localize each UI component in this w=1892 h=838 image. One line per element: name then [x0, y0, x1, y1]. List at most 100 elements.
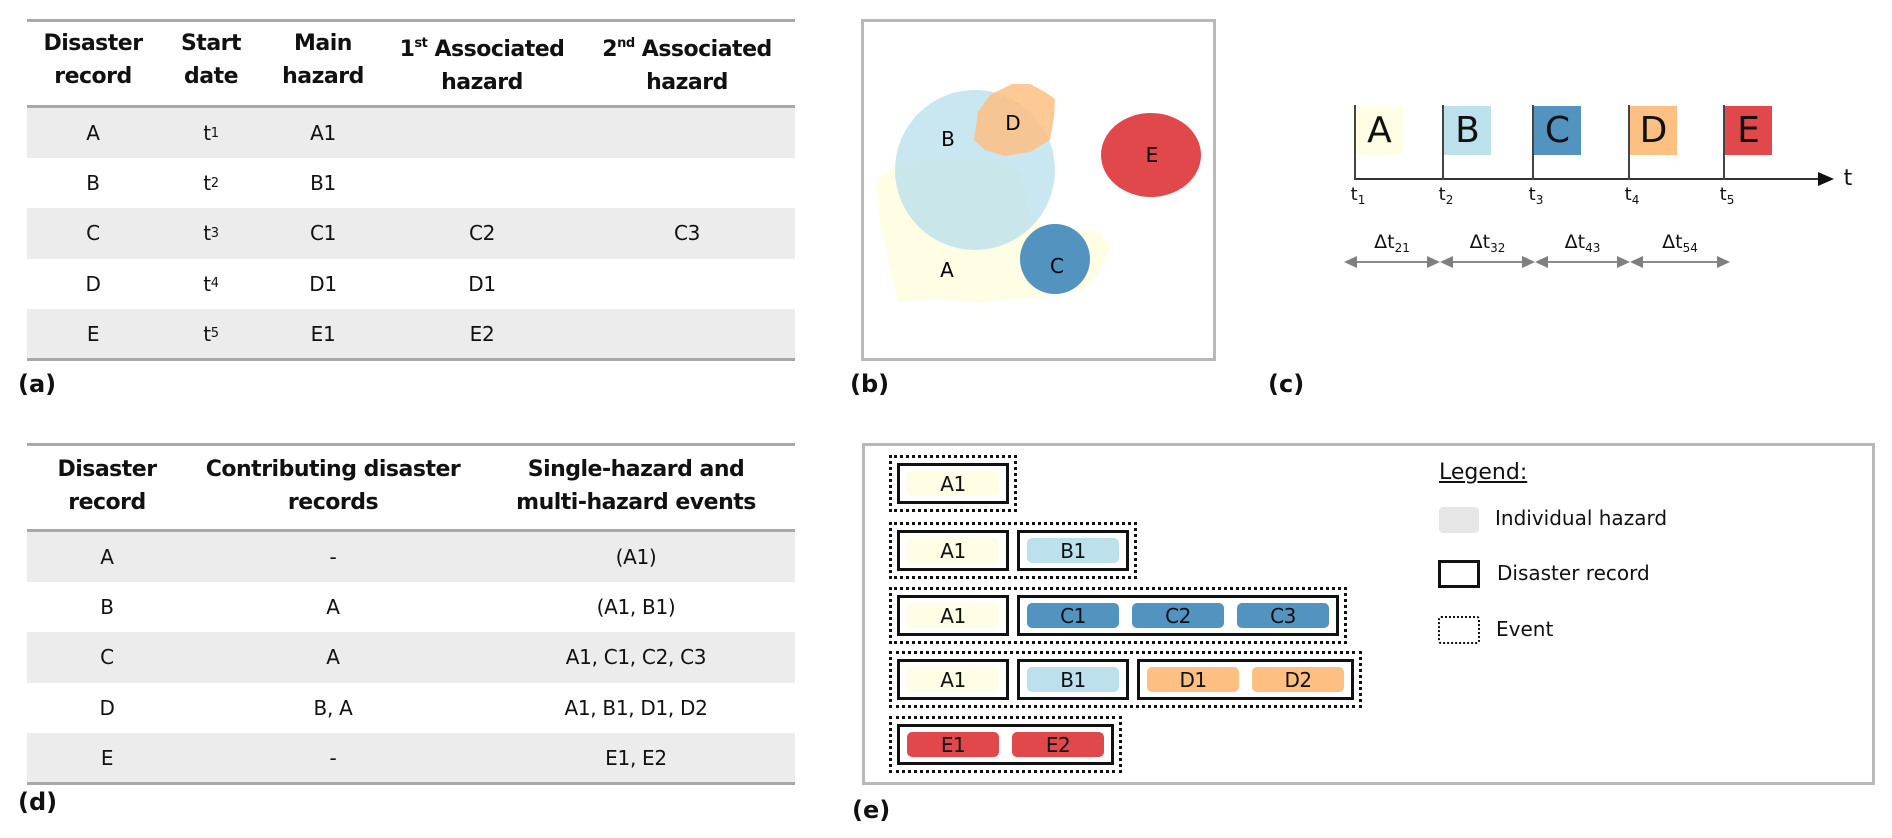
arrowhead-right — [1427, 256, 1440, 268]
event-box — [889, 651, 1362, 708]
header-2nd-associated-hazard: 2nd Associated hazard — [602, 36, 772, 95]
legend-label-disaster-record: Disaster record — [1497, 561, 1650, 585]
region-c — [1020, 224, 1090, 294]
cell-record: A — [86, 121, 100, 146]
hazard-c2: C2 — [1132, 603, 1224, 628]
legend-title: Legend: — [1439, 460, 1528, 485]
time-axis-label: t — [1843, 166, 1853, 191]
arrowhead-left — [1630, 256, 1643, 268]
interval-label: Δt32 — [1469, 231, 1506, 255]
interval-arrow — [1344, 256, 1440, 268]
panel-label-a: (a) — [18, 370, 57, 398]
cell-1st-associated: E2 — [469, 321, 495, 346]
flag-e: E — [1725, 106, 1772, 155]
table-row: E-E1, E2 — [27, 732, 795, 783]
disaster-record-box: B1 — [1017, 530, 1129, 571]
venn-label-b: B — [941, 127, 955, 151]
cell-events: (A1) — [615, 545, 657, 570]
cell-events: A1, B1, D1, D2 — [564, 695, 708, 720]
panel-label-b: (b) — [850, 370, 890, 398]
interval-label: Δt54 — [1662, 231, 1698, 255]
cell-record: D — [99, 695, 115, 720]
flag-b: B — [1444, 106, 1491, 155]
disaster-record-box: A1 — [897, 595, 1009, 636]
hazard-d1: D1 — [1147, 667, 1239, 692]
interval-arrow — [1630, 256, 1730, 268]
table-a-top-rule — [27, 19, 795, 22]
time-tick-label: t1 — [1350, 184, 1366, 207]
time-tick-label: t5 — [1719, 184, 1735, 207]
cell-record: A — [100, 545, 114, 570]
venn-label-d: D — [1005, 111, 1020, 135]
flag-a: A — [1356, 106, 1403, 155]
hazard-d2: D2 — [1252, 667, 1344, 692]
cell-events: E1, E2 — [605, 745, 667, 770]
legend-swatch-disaster-record — [1438, 560, 1480, 588]
legend-label-individual-hazard: Individual hazard — [1495, 506, 1668, 530]
flag-pole — [1532, 105, 1534, 180]
time-axis-arrowhead — [1818, 172, 1834, 186]
venn-label-e: E — [1146, 143, 1159, 167]
event-box — [889, 716, 1122, 773]
flag-pole — [1354, 105, 1356, 180]
interval-label: Δt21 — [1374, 231, 1410, 255]
legend-label-event: Event — [1496, 617, 1554, 641]
cell-events: (A1, B1) — [596, 595, 676, 620]
arrowhead-right — [1522, 256, 1535, 268]
table-row: A - (A1) — [27, 532, 795, 583]
cell-2nd-associated: C3 — [673, 221, 701, 246]
cell-main-hazard: A1 — [310, 121, 336, 146]
hazard-e1: E1 — [907, 732, 999, 757]
cell-main-hazard: B1 — [310, 171, 336, 196]
cell-contributing-records: - — [329, 545, 337, 570]
cell-1st-associated: D1 — [468, 271, 496, 296]
event-box — [889, 522, 1137, 579]
arrowhead-left — [1440, 256, 1453, 268]
disaster-record-box: A1 — [897, 659, 1009, 700]
hazard-c3: C3 — [1237, 603, 1329, 628]
flag-pole — [1723, 105, 1725, 180]
header-1st-associated-hazard: 1st Associated hazard — [399, 36, 565, 95]
cell-main-hazard: E1 — [310, 321, 336, 346]
flag-pole — [1442, 105, 1444, 180]
hazard-a1: A1 — [907, 603, 999, 628]
cell-record: E — [100, 745, 114, 770]
cell-record: C — [86, 221, 100, 246]
legend-swatch-individual-hazard — [1439, 507, 1479, 533]
cell-main-hazard: D1 — [309, 271, 337, 296]
cell-events: A1, C1, C2, C3 — [565, 645, 707, 670]
table-d-header-rule — [27, 529, 795, 532]
table-d-top-rule — [27, 443, 795, 446]
interval-arrows — [1344, 256, 1730, 268]
cell-contributing-records: A — [326, 645, 340, 670]
interval-label: Δt43 — [1564, 231, 1601, 255]
hazard-b1: B1 — [1027, 667, 1119, 692]
flag-pole — [1628, 105, 1630, 180]
table-a-bottom-rule — [27, 358, 795, 361]
event-box — [889, 587, 1347, 644]
panel-label-e: (e) — [852, 796, 891, 824]
arrowhead-left — [1344, 256, 1357, 268]
cell-contributing-records: A — [326, 595, 340, 620]
disaster-record-box: A1 — [897, 530, 1009, 571]
hazard-e2: E2 — [1012, 732, 1104, 757]
event-box — [889, 455, 1017, 512]
cell-record: D — [85, 271, 101, 296]
hazard-a1: A1 — [907, 538, 999, 563]
